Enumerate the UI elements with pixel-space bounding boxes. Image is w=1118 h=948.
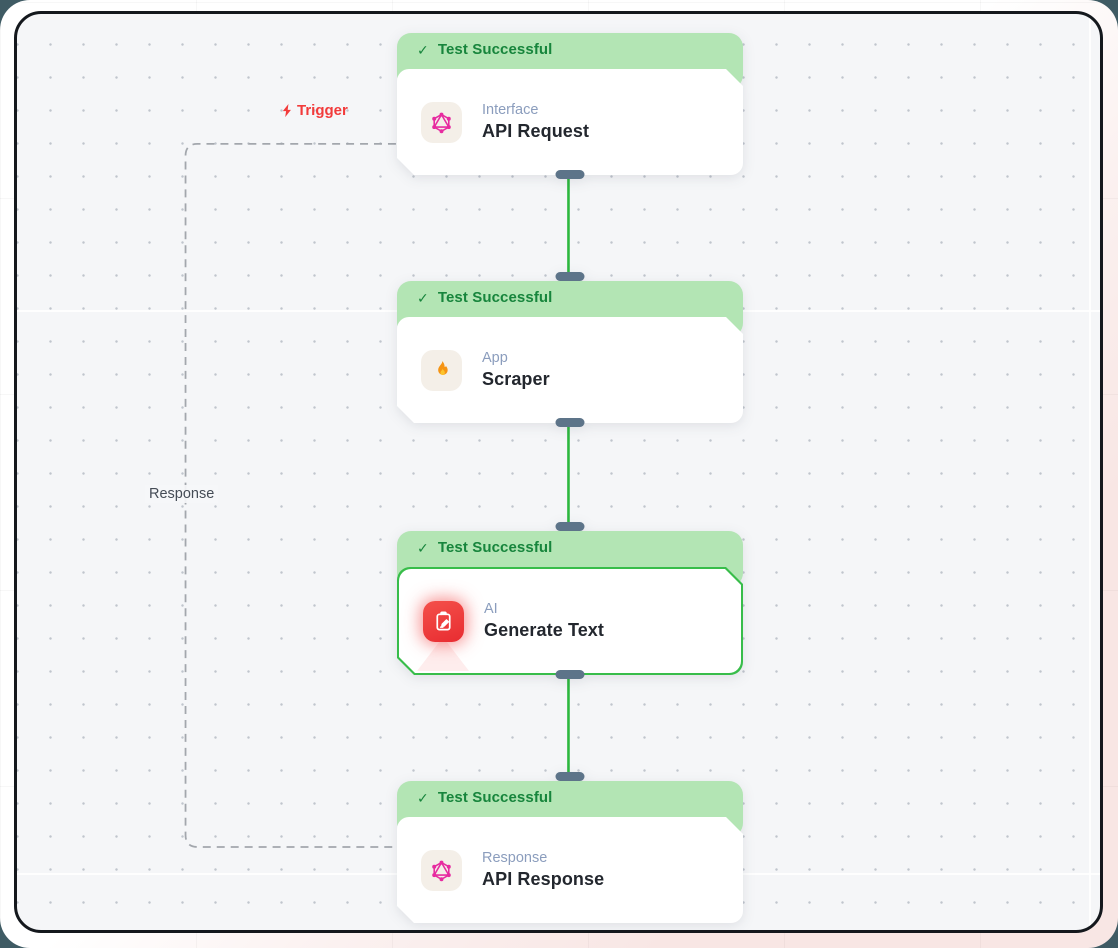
node-card[interactable]: AI Generate Text: [399, 569, 741, 673]
clipboard-pencil-icon: [423, 601, 464, 642]
badge-label: Test Successful: [437, 539, 553, 556]
workflow-canvas[interactable]: Trigger Response ✓ Test Successful Inter…: [14, 11, 1103, 933]
checkmark-icon: ✓: [417, 790, 429, 806]
bolt-icon: [280, 102, 295, 119]
workflow-node-api-request[interactable]: ✓ Test Successful Interface API Request: [397, 33, 743, 179]
output-handle[interactable]: [555, 418, 585, 427]
graphql-icon: [421, 102, 462, 143]
node-title: Generate Text: [484, 620, 605, 640]
response-label: Response: [145, 485, 219, 503]
checkmark-icon: ✓: [417, 42, 429, 58]
badge-label: Test Successful: [437, 789, 553, 806]
input-handle[interactable]: [555, 272, 585, 281]
graphql-icon: [421, 850, 462, 891]
node-type-label: Response: [482, 850, 548, 866]
node-type-label: AI: [484, 601, 498, 617]
node-title: API Response: [482, 869, 605, 889]
response-loop-wire[interactable]: [184, 143, 396, 848]
output-handle[interactable]: [555, 670, 585, 679]
fire-icon: [421, 350, 462, 391]
selection-glow-triangle: [417, 637, 469, 671]
checkmark-icon: ✓: [417, 540, 429, 556]
checkmark-icon: ✓: [417, 290, 429, 306]
connector-layer: [184, 143, 570, 848]
input-handle[interactable]: [555, 772, 585, 781]
node-title: API Request: [482, 121, 590, 141]
workflow-node-scraper[interactable]: ✓ Test Successful App Scraper: [397, 272, 743, 427]
badge-label: Test Successful: [437, 289, 553, 306]
input-handle[interactable]: [555, 522, 585, 531]
workflow-node-generate-text[interactable]: ✓ Test Successful AI Generate Text: [397, 522, 743, 679]
grid-line: [1089, 14, 1091, 930]
node-card[interactable]: Interface API Request: [397, 69, 743, 175]
node-title: Scraper: [482, 369, 550, 389]
node-type-label: App: [482, 350, 508, 366]
node-type-label: Interface: [482, 102, 539, 118]
workflow-node-api-response[interactable]: ✓ Test Successful Response API Response: [397, 772, 743, 923]
node-card[interactable]: App Scraper: [397, 317, 743, 423]
node-card[interactable]: Response API Response: [397, 817, 743, 923]
badge-label: Test Successful: [437, 41, 553, 58]
output-handle[interactable]: [555, 170, 585, 179]
trigger-label: Trigger: [280, 102, 348, 119]
